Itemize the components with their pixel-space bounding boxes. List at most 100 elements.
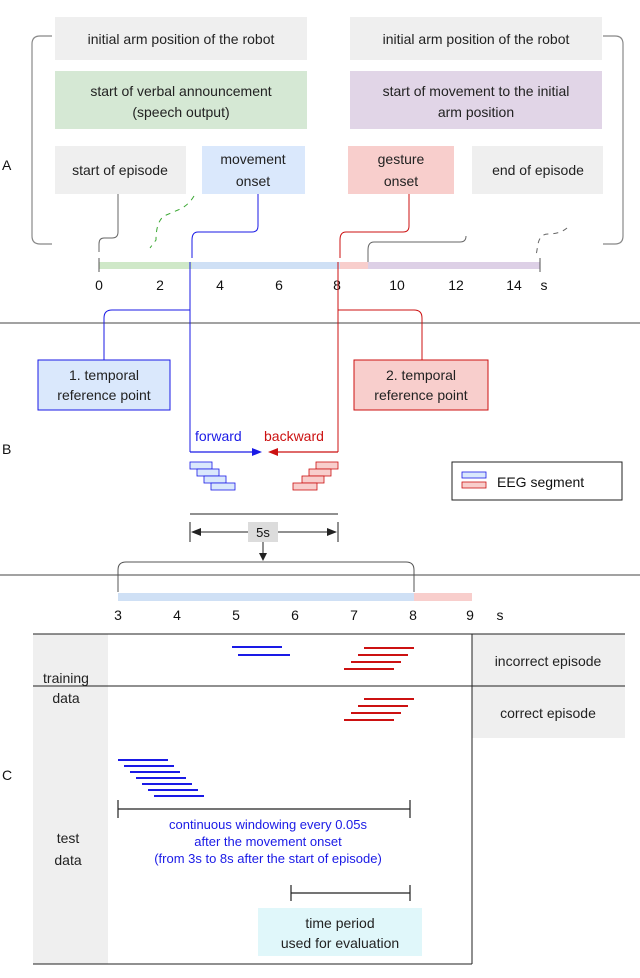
tick-a-0: 0: [95, 277, 103, 293]
start-episode-connector: [98, 194, 119, 252]
green-dashed-connector: [149, 195, 195, 249]
eeg-segment-backward: [292, 482, 318, 491]
tick-c-6: 6: [291, 607, 299, 623]
data-table: [33, 633, 625, 965]
correct-episode-cell: [472, 686, 625, 738]
start-episode-text: start of episode: [72, 162, 168, 178]
training-data-line2: data: [52, 690, 79, 706]
eeg-segment-forward: [196, 468, 220, 477]
legend-blue-swatch: [461, 471, 487, 479]
panel-b-label: B: [2, 441, 11, 457]
timeline-c-blue-bar: [118, 593, 414, 601]
timeline-a-green-bar: [99, 262, 192, 269]
gesture-onset-box: [348, 146, 454, 194]
tick-a-6: 6: [275, 277, 283, 293]
eval-line2: used for evaluation: [281, 935, 399, 951]
movement-onset-box: [202, 146, 305, 194]
eeg-segment-forward: [203, 475, 227, 484]
tick-c-5: 5: [232, 607, 240, 623]
test-data-line2: data: [54, 852, 81, 868]
movement-initial-line1: start of movement to the initial: [383, 83, 570, 99]
axis-c-unit: s: [497, 607, 504, 623]
eeg-segment-forward: [210, 482, 236, 491]
tick-a-12: 12: [448, 277, 464, 293]
ref-point-2-box: [353, 359, 489, 411]
timeline-a-red-bar: [340, 262, 368, 269]
verbal-announcement-line1: start of verbal announcement: [90, 83, 271, 99]
ref1-connector: [103, 309, 190, 360]
forward-label: forward: [195, 428, 242, 444]
panel-a-label: A: [2, 157, 12, 173]
timeline-a-purple-bar: [368, 262, 540, 269]
initial-arm-right-box: [350, 17, 602, 60]
eval-line1: time period: [305, 915, 374, 931]
incorrect-episode-text: incorrect episode: [495, 653, 602, 669]
gesture-onset-line2: onset: [384, 173, 418, 189]
verbal-announcement-box: [55, 71, 307, 129]
tick-a-10: 10: [389, 277, 405, 293]
tick-c-8: 8: [409, 607, 417, 623]
initial-arm-right-text: initial arm position of the robot: [383, 31, 570, 47]
tick-c-3: 3: [114, 607, 122, 623]
window-left-arrowhead: [191, 528, 201, 536]
correct-episode-text: correct episode: [500, 705, 596, 721]
timeline-c-ticks: 3 4 5 6 7 8 9 s: [114, 607, 503, 623]
training-data-line1: training: [43, 670, 89, 686]
tick-a-8: 8: [333, 277, 341, 293]
start-episode-box: [55, 146, 186, 194]
movement-onset-connector: [191, 194, 259, 258]
timeline-c: [118, 593, 472, 601]
gesture-onset-connector: [339, 194, 410, 258]
timeline-c-red-bar: [414, 593, 472, 601]
movement-onset-line2: onset: [236, 173, 270, 189]
gesture-onset-line1: gesture: [378, 151, 425, 167]
end-episode-text: end of episode: [492, 162, 584, 178]
backward-eeg-segments: [292, 461, 339, 491]
incorrect-red-segments: [344, 647, 414, 670]
window-label: 5s: [256, 525, 270, 540]
timeline-a: [98, 258, 541, 272]
movement-onset-line1: movement: [220, 151, 285, 167]
ref2-connector: [338, 309, 423, 360]
forward-eeg-segments: [189, 461, 236, 491]
tick-c-7: 7: [350, 607, 358, 623]
eval-box: [258, 908, 422, 956]
tick-c-4: 4: [173, 607, 181, 623]
timeline-a-blue-bar: [192, 262, 340, 269]
tick-a-2: 2: [156, 277, 164, 293]
ref-point-2-line1: 2. temporal: [386, 367, 456, 383]
incorrect-blue-segments: [232, 646, 290, 656]
legend: EEG segment: [451, 461, 623, 501]
initial-arm-left-box: [55, 17, 307, 60]
window-right-arrowhead: [327, 528, 337, 536]
eeg-segment-backward: [308, 468, 332, 477]
ref-point-1-line1: 1. temporal: [69, 367, 139, 383]
forward-arrowhead: [252, 448, 262, 456]
left-bracket: [31, 35, 52, 245]
ref-point-1-line2: reference point: [57, 387, 151, 403]
legend-label: EEG segment: [497, 474, 584, 490]
backward-arrowhead: [268, 448, 278, 456]
test-blue-segments: [118, 759, 204, 797]
tick-a-14: 14: [506, 277, 522, 293]
tick-a-4: 4: [216, 277, 224, 293]
windowing-line2: after the movement onset: [194, 834, 342, 849]
end-episode-box: [472, 146, 603, 194]
test-data-line1: test: [57, 830, 80, 846]
windowing-line1: continuous windowing every 0.05s: [169, 817, 368, 832]
window-bracket-c: [117, 561, 415, 592]
ref-point-2-line2: reference point: [374, 387, 468, 403]
legend-box: [451, 461, 623, 501]
movement-initial-box: [350, 71, 602, 129]
verbal-announcement-line2: (speech output): [132, 104, 229, 120]
initial-arm-left-text: initial arm position of the robot: [88, 31, 275, 47]
incorrect-episode-cell: [472, 634, 625, 686]
panel-c-label: C: [2, 767, 12, 783]
right-bracket: [603, 35, 624, 245]
table-left-column: [33, 634, 108, 964]
legend-red-swatch: [461, 481, 487, 489]
eeg-segment-forward: [189, 461, 213, 470]
correct-red-segments: [344, 698, 414, 721]
tick-c-9: 9: [466, 607, 474, 623]
